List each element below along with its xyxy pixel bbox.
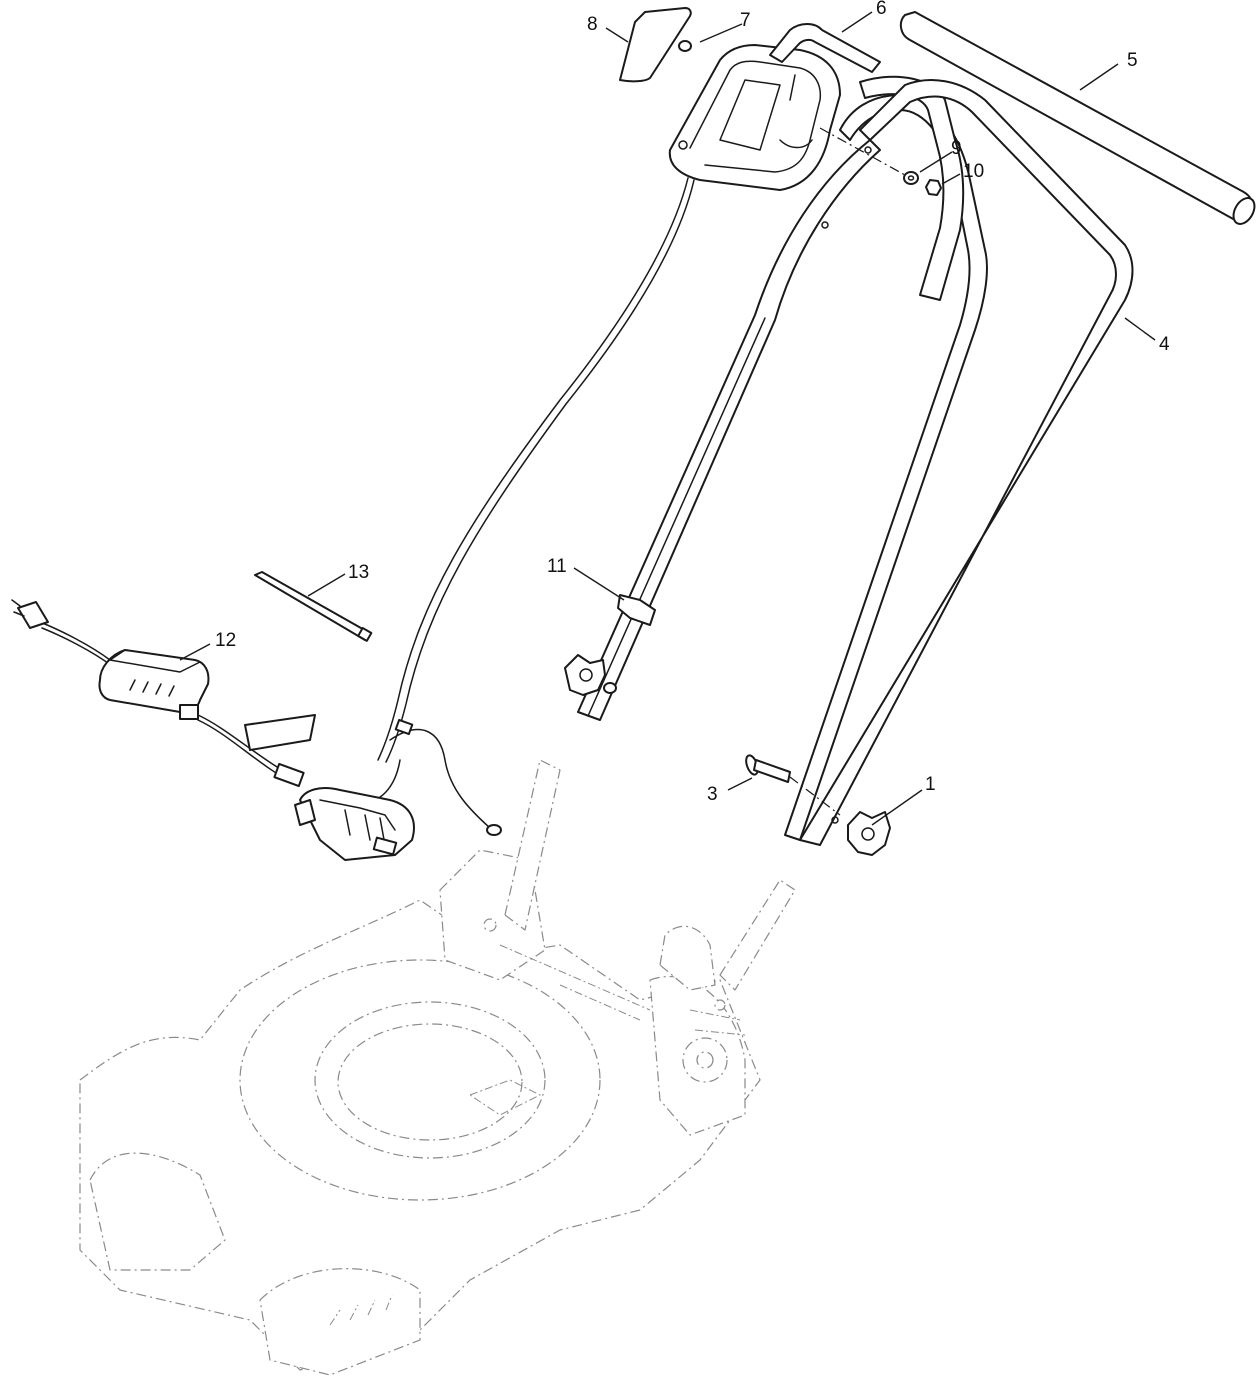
cable-tie-13: [254, 571, 373, 642]
callout-11: 11: [547, 556, 567, 577]
knob-1: [847, 811, 891, 856]
bolt-11: [617, 594, 656, 626]
callout-3: 3: [707, 784, 718, 805]
control-box: [668, 23, 881, 191]
washer-9: [903, 171, 919, 185]
callout-13: 13: [348, 562, 369, 583]
callout-9: 9: [951, 138, 962, 159]
decal-8: [619, 7, 692, 83]
foam-grip: [899, 11, 1256, 225]
nut-10: [925, 179, 942, 196]
wire-harness: [359, 177, 695, 836]
mower-deck-phantom: [79, 759, 796, 1376]
callout-6: 6: [876, 0, 887, 19]
battery-module: [294, 787, 415, 861]
callout-4: 4: [1159, 334, 1170, 355]
charger-12: [11, 599, 316, 788]
callout-12: 12: [215, 630, 236, 651]
callout-8: 8: [587, 14, 598, 35]
carriage-bolt-3: [745, 754, 791, 783]
assembly-axis-9: [819, 127, 906, 176]
lower-handle-left: [577, 139, 881, 721]
upper-handle: [784, 75, 1134, 846]
knob-11-handle: [564, 654, 617, 696]
callout-10: 10: [963, 161, 984, 182]
callout-labels: 1 3 4 5 6 7 8 9 10 11 12 13: [215, 0, 1170, 805]
callout-5: 5: [1127, 50, 1138, 71]
leader-lines: [179, 11, 1156, 826]
callout-1: 1: [925, 774, 936, 795]
callout-7: 7: [740, 10, 751, 31]
key-7: [678, 40, 692, 52]
